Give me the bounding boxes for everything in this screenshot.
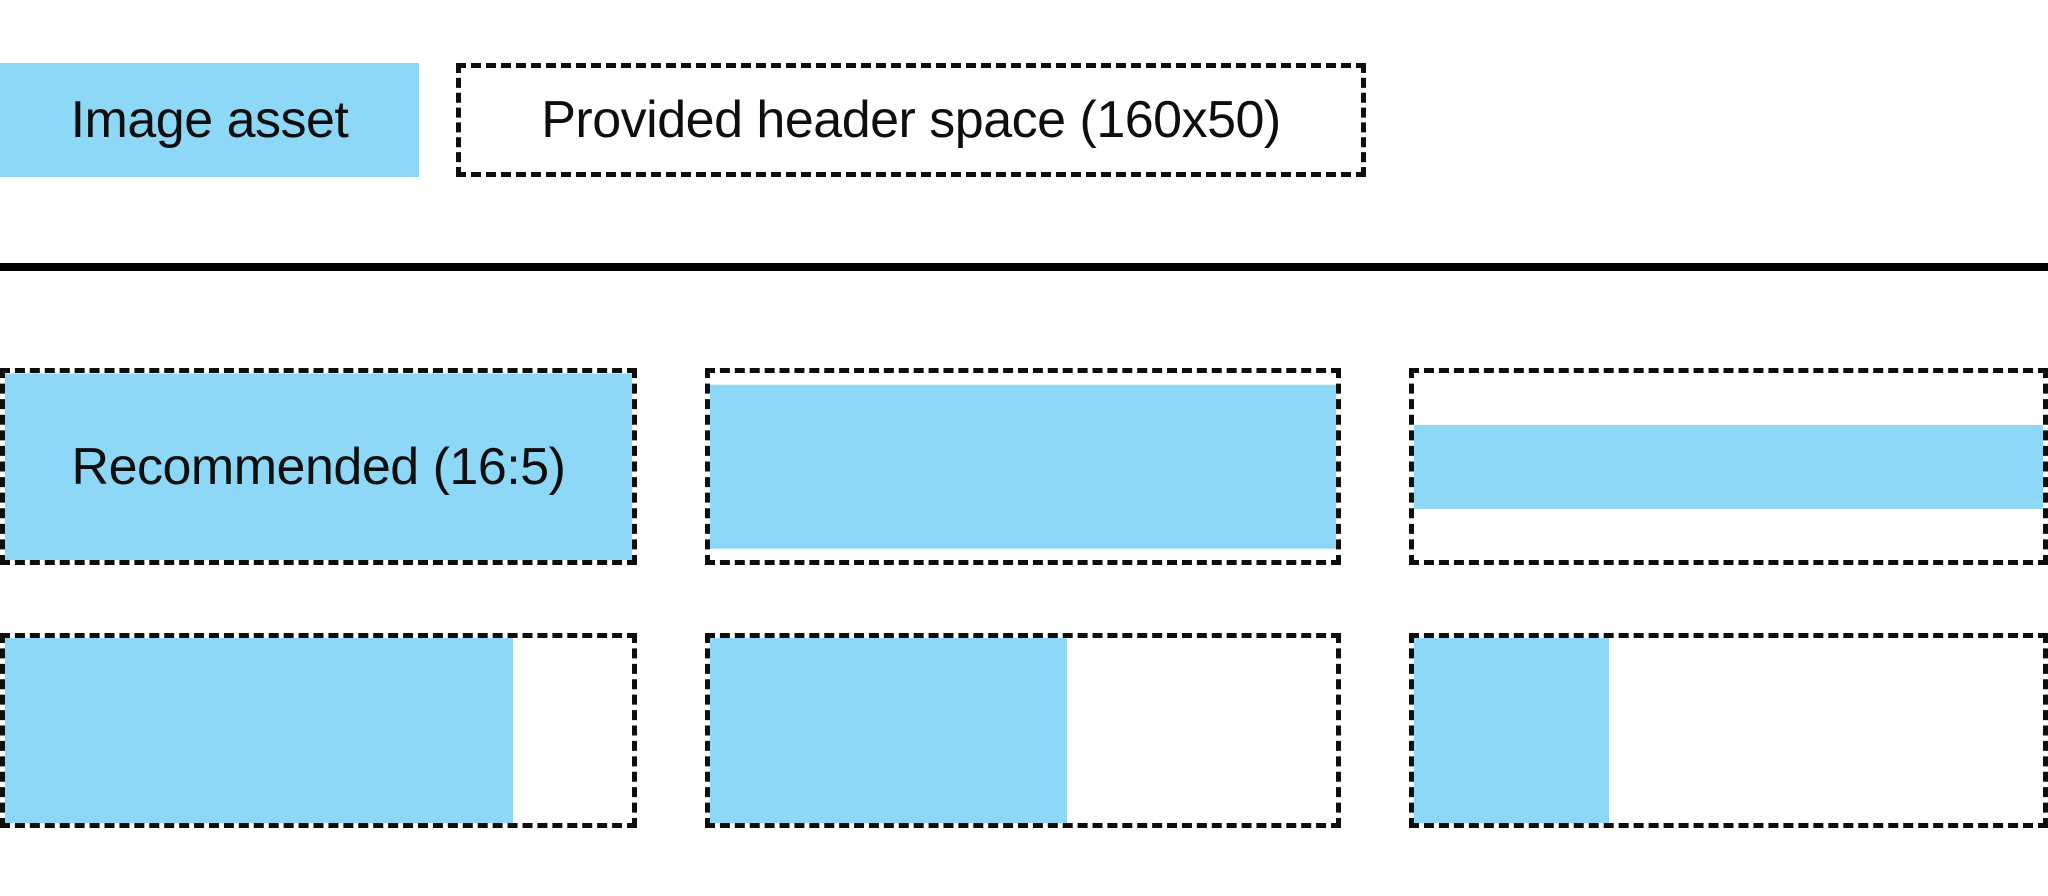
asset-fill (1414, 424, 2043, 509)
example-wide-letterboxed (705, 368, 1341, 565)
provided-header-space-label: Provided header space (160x50) (541, 91, 1281, 149)
example-tall-57pct-width (705, 633, 1341, 828)
asset-fill (710, 638, 1067, 823)
example-tall-31pct-width (1409, 633, 2048, 828)
image-asset-swatch: Image asset (0, 63, 419, 177)
example-extra-wide-band (1409, 368, 2048, 565)
section-divider (0, 263, 2048, 271)
image-asset-label: Image asset (70, 91, 349, 149)
provided-header-space-box: Provided header space (160x50) (456, 63, 1366, 177)
recommended-label: Recommended (16:5) (71, 437, 566, 496)
asset-fill (5, 638, 513, 823)
example-recommended-16-5: Recommended (16:5) (0, 368, 637, 565)
asset-fill (5, 373, 632, 560)
asset-fill (710, 384, 1336, 549)
asset-fill (1414, 638, 1609, 823)
example-tall-81pct-width (0, 633, 637, 828)
